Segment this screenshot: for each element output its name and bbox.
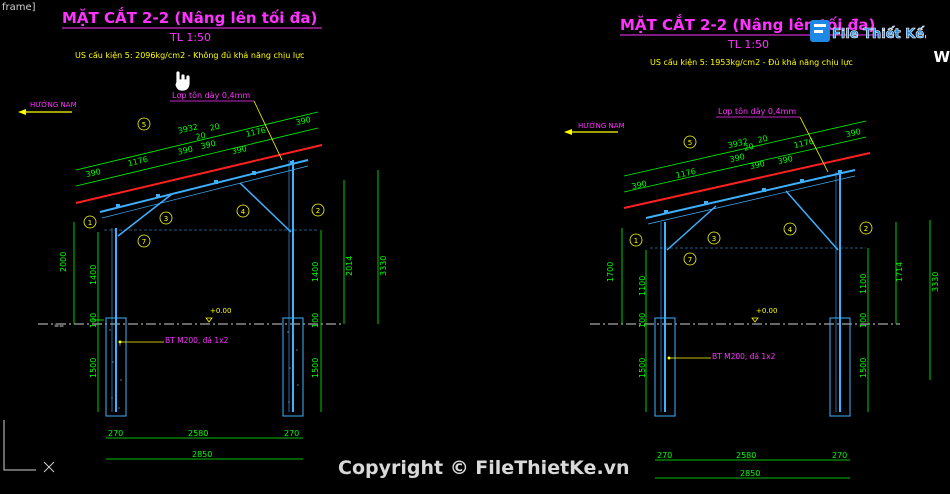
folder-icon [810, 20, 830, 42]
dimension-label: 270 [832, 451, 847, 460]
dimension-label: 7 [688, 256, 692, 264]
dimension-label: 4 [241, 208, 246, 216]
dimension-label: 390 [845, 127, 862, 139]
section-2-foundation-label: BT M200, đá 1x2 [712, 352, 776, 361]
dimension-label: 1 [88, 219, 92, 227]
dimension-label: 5 [688, 139, 692, 147]
dimension-label: 100 [638, 313, 647, 328]
dimension-label: 7 [142, 238, 146, 246]
section-1-foundation-label: BT M200, đá 1x2 [165, 336, 229, 345]
viewport-label: frame] [2, 2, 36, 13]
section-1-roof-label: Lợp tôn dày 0,4mm [172, 90, 250, 100]
dimension-label: 3330 [931, 272, 940, 292]
dimension-label: 2580 [736, 451, 756, 460]
dimension-label: 390 [177, 145, 194, 157]
section-1-level: +0.00 [210, 307, 231, 315]
dimension-label: 100 [859, 313, 868, 328]
dimension-label: 1714 [895, 262, 904, 282]
dimension-label: 1100 [638, 276, 647, 296]
section-2-direction: HƯỚNG NAM [578, 121, 625, 130]
dimension-label: 1400 [89, 265, 98, 285]
dimension-label: 1176 [127, 155, 149, 168]
section-1-note: US cấu kiện 5: 2096kg/cm2 - Không đủ khả… [75, 50, 305, 61]
dimension-label: 1400 [311, 262, 320, 282]
dimension-label: 390 [729, 152, 746, 164]
roof-sheet-2 [623, 152, 871, 209]
brace-right-2 [785, 190, 839, 251]
dimension-label: 20 [195, 131, 207, 142]
rafter-2 [645, 169, 856, 219]
roof-sheet [75, 144, 323, 204]
dimension-label: 390 [749, 159, 766, 171]
dimension-label: 3330 [379, 256, 388, 276]
section-2-roof-label: Lợp tôn dày 0,4mm [718, 106, 796, 116]
dimension-label: 390 [85, 167, 102, 179]
dimension-label: 1700 [606, 262, 615, 282]
dimension-label: 20 [743, 142, 755, 153]
dimension-label: 4 [788, 226, 793, 234]
dimension-label: 270 [108, 429, 123, 438]
dimension-label: 1100 [859, 274, 868, 294]
dimension-label: 390 [631, 179, 648, 191]
dimension-label: 1176 [675, 167, 697, 180]
watermark-logo: File Thiết Kế.vn [808, 14, 926, 48]
section-1-scale: TL 1:50 [169, 31, 211, 44]
dimension-label: 3932 [727, 137, 749, 150]
section-1-direction: HƯỚNG NAM [30, 100, 77, 109]
dimension-label: 3 [164, 215, 168, 223]
dimension-label: 2 [316, 207, 320, 215]
section-2-note: US cấu kiện 5: 1953kg/cm2 - Đủ khả năng … [650, 57, 853, 68]
section-2-level: +0.00 [756, 307, 777, 315]
dimension-label: 2580 [188, 429, 208, 438]
edge-glyph: W [933, 48, 950, 66]
rafter [99, 159, 309, 213]
brace-left-2 [666, 205, 717, 251]
dimension-label: 1176 [245, 126, 267, 139]
dimension-label: 100 [89, 313, 98, 328]
dimension-label: 2850 [740, 469, 760, 478]
section-2: MẶT CẮT 2-2 (Nâng lên tối đa) TL 1:50 US… [564, 13, 940, 479]
dimension-label: 390 [777, 154, 794, 166]
hand-cursor-icon [174, 70, 191, 92]
dimension-label: 270 [657, 451, 672, 460]
dimension-label: 2000 [59, 252, 68, 272]
dimension-label: 20 [209, 122, 221, 133]
dimension-label: 3 [712, 235, 716, 243]
watermark-copyright: Copyright © FileThietKe.vn [338, 457, 630, 479]
dimension-label: 390 [200, 139, 217, 151]
dimension-label: 2 [864, 225, 868, 233]
dimension-label: 100 [311, 313, 320, 328]
dimension-label: 1500 [89, 358, 98, 378]
brace-left [117, 193, 173, 237]
section-2-scale: TL 1:50 [727, 38, 769, 51]
dimension-label: ≡≡ [54, 322, 64, 329]
ucs-icon [3, 420, 55, 473]
dimension-label: 390 [231, 144, 248, 156]
section-1: MẶT CẮT 2-2 (Nâng lên tối đa) TL 1:50 US… [18, 6, 388, 460]
dimension-label: 1500 [311, 358, 320, 378]
dimension-label: 2014 [345, 256, 354, 276]
section-1-title: MẶT CẮT 2-2 (Nâng lên tối đa) [62, 6, 317, 27]
dimension-label: 1176 [793, 137, 815, 150]
dimension-label: 270 [284, 429, 299, 438]
dimension-label: File Thiết Kế.vn [832, 27, 926, 42]
dimension-label: 1500 [638, 358, 647, 378]
dimension-label: 1500 [859, 358, 868, 378]
dimension-label: 20 [757, 134, 769, 145]
dimension-label: 390 [295, 115, 312, 127]
dim-3932: 3932 [177, 122, 199, 135]
dimension-label: 1 [634, 237, 638, 245]
dimension-label: 5 [142, 121, 146, 129]
brace-right [239, 182, 292, 233]
dimension-label: 2850 [192, 450, 212, 459]
